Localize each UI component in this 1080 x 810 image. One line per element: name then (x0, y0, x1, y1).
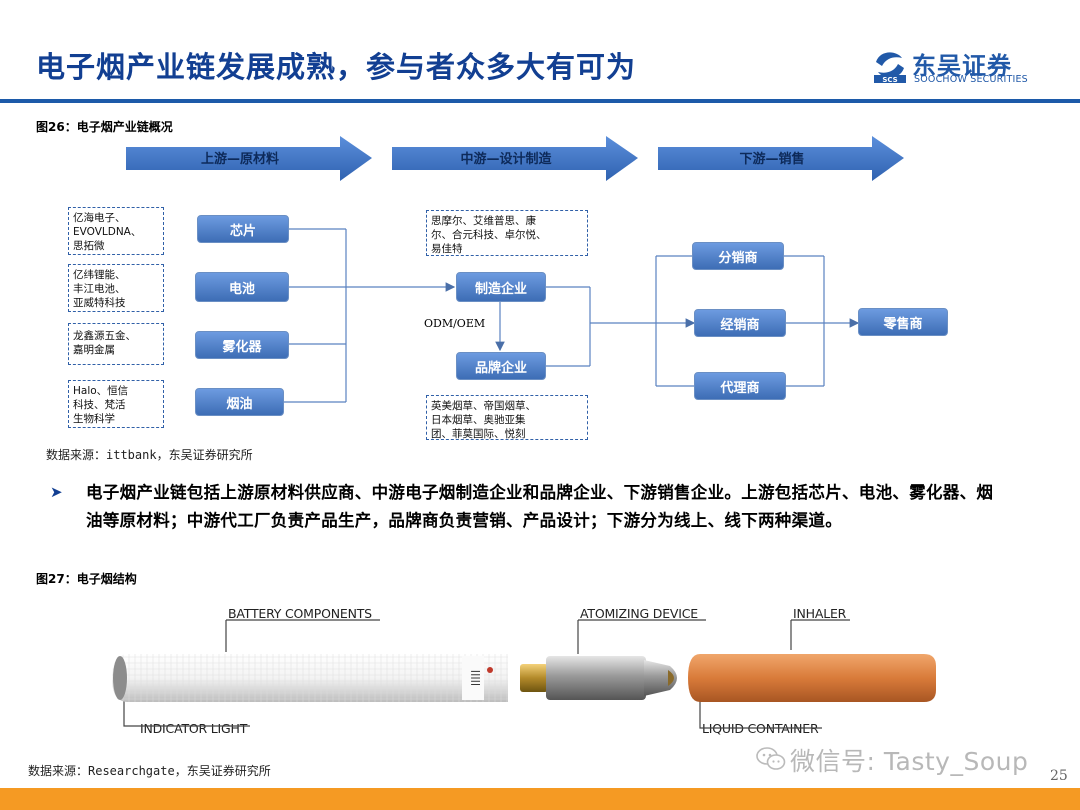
page-title: 电子烟产业链发展成熟，参与者众多大有可为 (36, 50, 637, 84)
retailer-box: 零售商 (858, 308, 948, 336)
battery-components-label: BATTERY COMPONENTS (228, 606, 372, 621)
logo-english-name: SOOCHOW SECURITIES (914, 74, 1028, 85)
figure-27-caption: 图27：电子烟结构 (36, 572, 137, 586)
logo-mark-text: SCS (882, 76, 897, 84)
distributor-box: 分销商 (692, 242, 784, 270)
odm-oem-label: ODM/OEM (424, 317, 486, 330)
battery-box: 电池 (195, 272, 289, 302)
inhaler-label: INHALER (793, 606, 847, 621)
indicator-light (113, 656, 127, 700)
brand-box: 品牌企业 (456, 352, 546, 380)
atomizing-device-label: ATOMIZING DEVICE (580, 606, 698, 621)
supplier-line: 思拓微 (73, 240, 105, 252)
supplier-line: 科技、梵活 (73, 399, 126, 411)
stage-arrow-downstream: 下游—销售 (658, 136, 904, 181)
supplier-line: 龙鑫源五金、 (73, 330, 136, 342)
logo-chinese-name: 东吴证券 (912, 52, 1012, 80)
eliquid-suppliers-note: Halo、恒信 科技、梵活 生物科学 (68, 380, 164, 428)
flow-connectors (284, 228, 860, 403)
dealer-box: 经销商 (694, 309, 786, 337)
stage-arrow-midstream: 中游—设计制造 (392, 136, 638, 181)
svg-text:|||||: ||||| (470, 670, 480, 686)
supplier-line: 亿海电子、 (73, 212, 126, 224)
title-divider (0, 99, 1080, 103)
battery-suppliers-note: 亿纬锂能、 丰江电池、 亚威特科技 (68, 264, 164, 312)
supplier-line: 嘉明金属 (73, 344, 115, 356)
indicator-light-label: INDICATOR LIGHT (140, 721, 248, 736)
stage-midstream-label: 中游—设计制造 (460, 151, 552, 167)
chip-box: 芯片 (197, 215, 289, 243)
stage-arrows: 上游—原材料 中游—设计制造 下游—销售 (126, 136, 904, 181)
supplier-line: Halo、恒信 (73, 385, 129, 397)
footer-bar (0, 788, 1080, 810)
brand-logo: SCS 东吴证券 SOOCHOW SECURITIES (872, 48, 1032, 88)
eliquid-box: 烟油 (195, 388, 284, 416)
stage-upstream-label: 上游—原材料 (201, 151, 279, 167)
bullet-paragraph: 电子烟产业链包括上游原材料供应商、中游电子烟制造企业和品牌企业、下游销售企业。上… (86, 483, 994, 530)
wechat-icon (756, 747, 786, 770)
chip-suppliers-note: 亿海电子、 EVOVLDNA、 思拓微 (68, 207, 164, 255)
atomizer-device (520, 656, 677, 700)
supplier-line: 亚威特科技 (73, 297, 126, 309)
stage-arrow-upstream: 上游—原材料 (126, 136, 372, 181)
note-line: 团、菲莫国际、悦刻 (431, 428, 526, 440)
logo-mark-icon: SCS (874, 52, 906, 84)
supplier-line: 生物科学 (73, 413, 115, 425)
bullet-arrow-icon: ➤ (50, 483, 63, 501)
supplier-line: EVOVLDNA、 (73, 226, 142, 238)
note-line: 日本烟草、奥驰亚集 (431, 414, 526, 426)
note-line: 易佳特 (431, 243, 463, 255)
ecig-structure-illustration: ||||| (112, 619, 936, 729)
brands-note: 英美烟草、帝国烟草、 日本烟草、奥驰亚集 团、菲莫国际、悦刻 (426, 395, 588, 440)
atomizer-suppliers-note: 龙鑫源五金、 嘉明金属 (68, 323, 164, 365)
note-line: 思摩尔、艾维普思、康 (431, 215, 536, 227)
note-line: 英美烟草、帝国烟草、 (431, 400, 536, 412)
manufacturer-box: 制造企业 (456, 272, 546, 302)
stage-downstream-label: 下游—销售 (739, 151, 804, 167)
battery-body: ||||| (112, 654, 508, 702)
figure-26-source: 数据来源：ittbank，东吴证券研究所 (46, 448, 253, 462)
inhaler-cartridge (688, 654, 936, 702)
agent-box: 代理商 (694, 372, 786, 400)
supplier-line: 丰江电池、 (73, 283, 126, 295)
manufacturers-note: 思摩尔、艾维普思、康 尔、合元科技、卓尔悦、 易佳特 (426, 210, 588, 256)
wechat-watermark: 微信号: Tasty_Soup (790, 747, 1029, 776)
note-line: 尔、合元科技、卓尔悦、 (431, 229, 547, 241)
supplier-line: 亿纬锂能、 (73, 269, 126, 281)
figure-26-caption: 图26：电子烟产业链概况 (36, 120, 173, 134)
page-number: 25 (1050, 768, 1068, 784)
atomizer-box: 雾化器 (195, 331, 289, 359)
figure-27-source: 数据来源：Researchgate，东吴证券研究所 (28, 764, 271, 778)
